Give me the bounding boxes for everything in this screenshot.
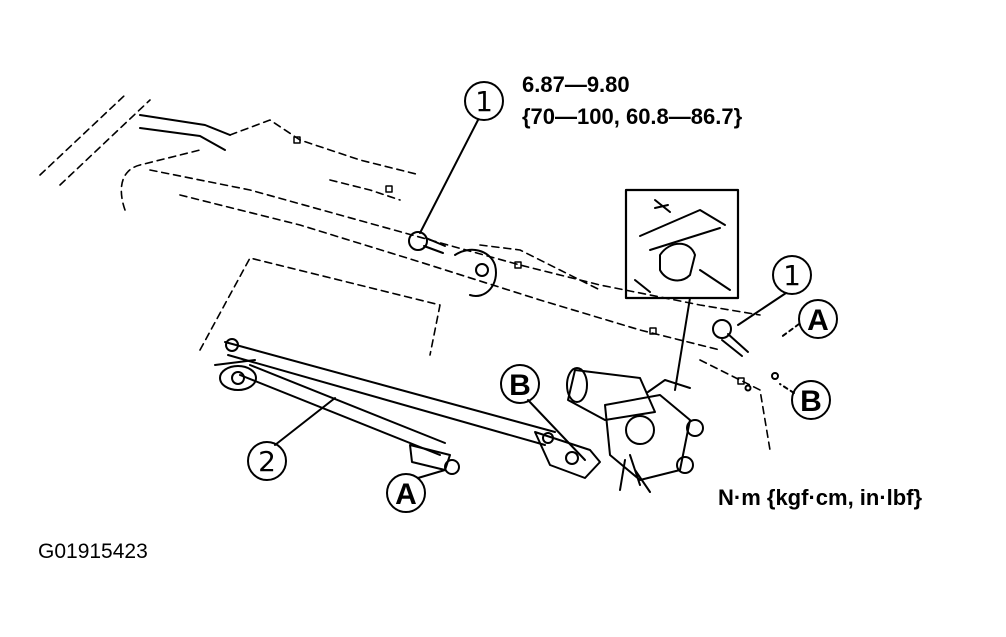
torque-spec-primary: 6.87—9.80: [522, 72, 630, 97]
callout-ref-a-bottom: A: [395, 478, 417, 511]
cowl-top-rail: [139, 114, 231, 151]
wiper-motor-icon: [566, 367, 704, 493]
leader-ref-a-right: [779, 323, 800, 339]
leader-ref-b-right: [779, 383, 795, 394]
callout-circle-linkage: [247, 441, 287, 481]
inset-detail-box: [624, 188, 740, 300]
leader-bolt-right: [737, 292, 787, 326]
leader-ref-b-motor: [527, 399, 586, 461]
figure-id: G01915423: [38, 540, 148, 563]
callout-bolt-top: 1: [475, 85, 493, 118]
callout-ref-a-right: A: [807, 304, 829, 337]
callout-circle-ref-b-motor: [500, 364, 540, 404]
callout-circle-bolt-right: [772, 255, 812, 295]
callout-ref-b-motor: B: [509, 369, 531, 402]
pivot-bracket-icon: [454, 248, 497, 297]
units-note: N·m {kgf·cm, in·lbf}: [718, 485, 923, 510]
wiper-linkage-rods: [214, 338, 601, 479]
leader-inset: [674, 297, 691, 391]
callout-circle-ref-b-right: [791, 380, 831, 420]
torque-spec-secondary: {70—100, 60.8—86.7}: [522, 104, 743, 129]
bolt-right-icon: [712, 319, 779, 392]
callout-linkage: 2: [258, 445, 276, 478]
mounting-holes: [293, 136, 745, 385]
leader-ref-a-bottom: [417, 469, 446, 479]
callout-circle-ref-a-right: [798, 299, 838, 339]
bolt-top-icon: [408, 231, 446, 254]
leader-bolt-top: [419, 119, 479, 234]
leader-linkage: [274, 397, 336, 446]
callout-circle-bolt-top: [464, 81, 504, 121]
callout-circle-ref-a-bottom: [386, 473, 426, 513]
callout-ref-b-right: B: [800, 385, 822, 418]
callout-bolt-right: 1: [783, 259, 801, 292]
